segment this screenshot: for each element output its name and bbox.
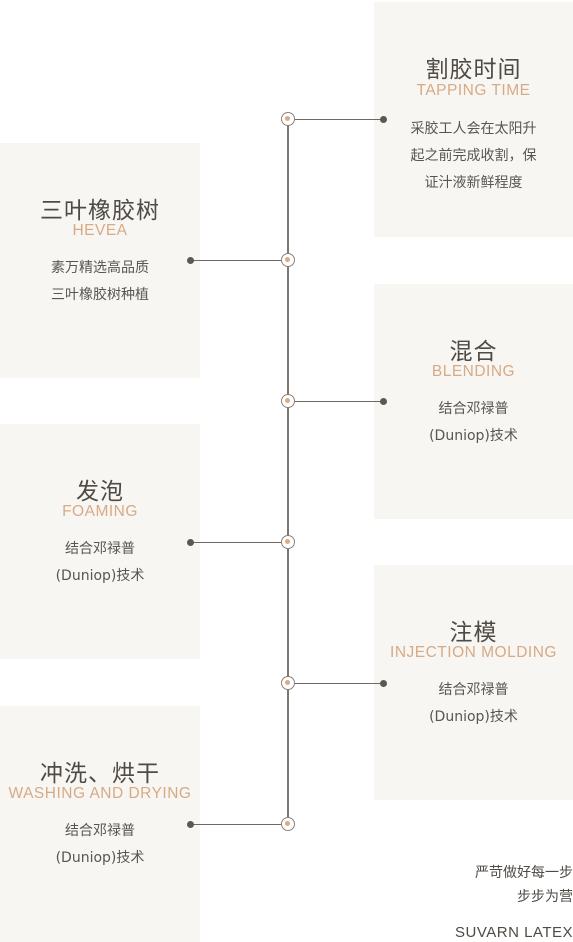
step-title: 混合 xyxy=(449,339,498,365)
step-subtitle: FOAMING xyxy=(62,503,138,520)
step-subtitle: HEVEA xyxy=(72,222,128,239)
step-subtitle: INJECTION MOLDING xyxy=(390,644,557,661)
timeline-node xyxy=(281,817,295,831)
step-description: 素万精选高品质 三叶橡胶树种植 xyxy=(0,255,200,309)
connector-end-dot xyxy=(187,539,194,546)
step-description-line: 结合邓禄普 xyxy=(438,682,509,698)
step-description-line: 结合邓禄普 xyxy=(65,823,135,839)
step-card-foaming: 发泡 FOAMING 结合邓禄普 (Duniop)技术 xyxy=(0,424,200,659)
step-subtitle: WASHING AND DRYING xyxy=(8,785,192,802)
connector-line xyxy=(191,823,287,825)
motto-line: 严苛做好每一步 xyxy=(475,865,573,881)
step-description: 采胶工人会在太阳升 起之前完成收割，保 证汁液新鲜程度 xyxy=(374,116,573,197)
step-title: 三叶橡胶树 xyxy=(40,198,160,224)
brand-name: SUVARN LATEX xyxy=(455,924,573,941)
step-title: 割胶时间 xyxy=(425,57,522,83)
timeline-node xyxy=(281,112,295,126)
timeline-node xyxy=(281,253,295,267)
step-subtitle: BLENDING xyxy=(431,363,516,380)
connector-line xyxy=(191,541,287,543)
connector-line xyxy=(191,259,287,261)
step-description: 结合邓禄普 (Duniop)技术 xyxy=(0,536,200,590)
step-description: 结合邓禄普 (Duniop)技术 xyxy=(374,677,573,731)
timeline-node xyxy=(281,535,295,549)
step-card-washing-drying: 冲洗、烘干 WASHING AND DRYING 结合邓禄普 (Duniop)技… xyxy=(0,706,200,942)
connector-end-dot xyxy=(187,821,194,828)
step-description-line: 三叶橡胶树种植 xyxy=(51,287,149,303)
step-description: 结合邓禄普 (Duniop)技术 xyxy=(0,818,200,872)
motto-line: 步步为营 xyxy=(517,889,573,905)
timeline-line xyxy=(287,118,289,825)
step-description-line: (Duniop)技术 xyxy=(55,568,145,584)
step-description-line: (Duniop)技术 xyxy=(429,428,518,444)
step-description-line: 起之前完成收割，保 xyxy=(410,148,537,164)
connector-end-dot xyxy=(380,398,387,405)
step-title: 注模 xyxy=(449,620,498,646)
step-description-line: 结合邓禄普 xyxy=(438,401,509,417)
step-title: 冲洗、烘干 xyxy=(40,761,160,787)
step-description: 结合邓禄普 (Duniop)技术 xyxy=(374,396,573,450)
step-card-hevea: 三叶橡胶树 HEVEA 素万精选高品质 三叶橡胶树种植 xyxy=(0,143,200,378)
connector-end-dot xyxy=(187,257,194,264)
step-description-line: 采胶工人会在太阳升 xyxy=(410,121,537,137)
step-card-blending: 混合 BLENDING 结合邓禄普 (Duniop)技术 xyxy=(374,284,573,519)
step-description-line: (Duniop)技术 xyxy=(429,709,518,725)
step-description-line: 结合邓禄普 xyxy=(65,541,135,557)
step-card-injection-molding: 注模 INJECTION MOLDING 结合邓禄普 (Duniop)技术 xyxy=(374,565,573,800)
step-title: 发泡 xyxy=(76,479,124,505)
step-card-tapping-time: 割胶时间 TAPPING TIME 采胶工人会在太阳升 起之前完成收割，保 证汁… xyxy=(374,2,573,237)
connector-end-dot xyxy=(380,116,387,123)
step-subtitle: TAPPING TIME xyxy=(416,82,531,99)
connector-line xyxy=(288,118,383,120)
connector-end-dot xyxy=(380,680,387,687)
connector-line xyxy=(288,682,383,684)
step-description-line: (Duniop)技术 xyxy=(55,850,145,866)
timeline-node xyxy=(281,676,295,690)
connector-line xyxy=(288,400,383,402)
step-description-line: 素万精选高品质 xyxy=(51,260,149,276)
timeline-node xyxy=(281,394,295,408)
motto: 严苛做好每一步 步步为营 xyxy=(373,861,573,909)
step-description-line: 证汁液新鲜程度 xyxy=(424,175,523,191)
